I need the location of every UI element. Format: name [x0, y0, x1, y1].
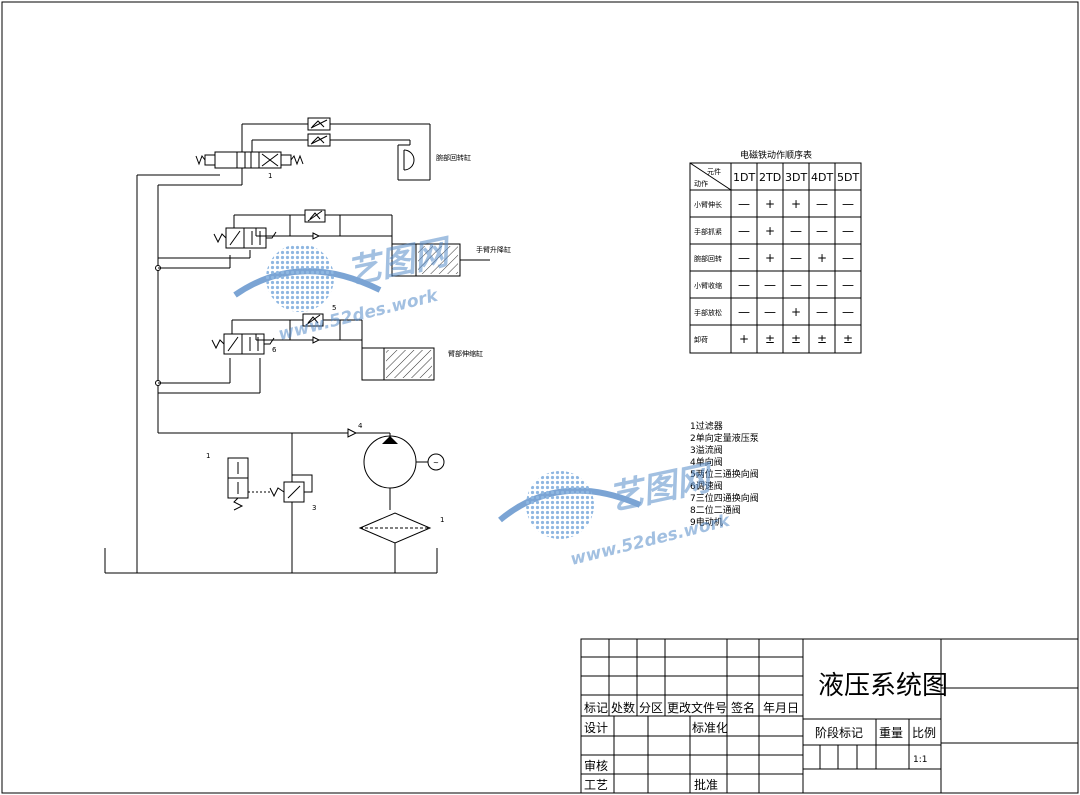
pump-motor: ~ 1 [358, 433, 445, 573]
row-cell: — [842, 251, 854, 265]
header-2td: 2TD [759, 171, 781, 184]
part-9: 9电动机 [690, 516, 723, 528]
drawing-title: 液压系统图 [818, 671, 948, 701]
row-action: 卸荷 [694, 335, 708, 344]
process-label: 工艺 [584, 778, 608, 792]
col-date: 年月日 [763, 701, 799, 715]
row-cell: + [765, 251, 775, 265]
row-action: 小臂收缩 [694, 281, 722, 290]
row-action: 小臂伸长 [694, 200, 722, 209]
hydraulic-circuit: 4 1 [104, 117, 511, 574]
four-way-valve: 1 [195, 151, 304, 180]
row-cell: — [842, 278, 854, 292]
weight-label: 重量 [879, 726, 903, 740]
scale-label: 比例 [912, 726, 936, 740]
row-cell: — [842, 305, 854, 319]
title-block: 标记 处数 分区 更改文件号 签名 年月日 设计 标准化 审核 工艺 批准 液压… [580, 638, 1079, 794]
review-label: 审核 [584, 758, 608, 773]
valve-number: 1 [268, 172, 272, 180]
row-cell: — [764, 305, 776, 319]
part-1: 1过滤器 [690, 420, 723, 432]
valve-c-number: 3 [312, 504, 316, 512]
part-4: 4单向阀 [690, 456, 723, 468]
relief-valve: 3 1 [206, 433, 316, 573]
corner-top: 元件 [707, 167, 721, 176]
approve-label: 批准 [694, 777, 718, 792]
header-5dt: 5DT [837, 171, 859, 184]
row-cell: — [738, 278, 750, 292]
row-cell: — [738, 305, 750, 319]
scale-value: 1:1 [913, 755, 927, 765]
lift-cylinder-label: 手臂升降缸 [476, 245, 511, 254]
row-cell: — [738, 197, 750, 211]
col-zone: 分区 [639, 701, 663, 715]
header-3dt: 3DT [785, 171, 807, 184]
part-5: 5两位三通换向阀 [690, 468, 759, 480]
row-cell: — [764, 278, 776, 292]
row-cell: ± [791, 332, 801, 346]
row-cell: — [816, 305, 828, 319]
col-mark: 标记 [584, 701, 608, 715]
filter-number: 1 [440, 516, 444, 524]
header-4dt: 4DT [811, 171, 833, 184]
col-signature: 签名 [731, 700, 755, 715]
left-number: 1 [206, 452, 210, 460]
header-1dt: 1DT [733, 171, 755, 184]
row-cell: — [790, 278, 802, 292]
watermark-url-2: www.52des.work [568, 510, 733, 569]
parts-list: 1过滤器 2单向定量液压泵 3溢流阀 4单向阀 5两位三通换向阀 6调速阀 7三… [690, 420, 759, 528]
row-cell: — [816, 224, 828, 238]
row-cell: + [791, 197, 801, 211]
watermark-1: 艺图网 www.52des.work [233, 231, 457, 345]
valve-number-5: 5 [332, 304, 336, 312]
sequence-table-title: 电磁铁动作顺序表 [740, 149, 812, 161]
row-cell: + [791, 305, 801, 319]
row-cell: ± [817, 332, 827, 346]
row-cell: — [842, 197, 854, 211]
standardize-label: 标准化 [692, 721, 728, 735]
row-action: 腕部回转 [694, 254, 722, 263]
extend-cylinder-label: 臂部伸缩缸 [448, 349, 483, 358]
row-cell: — [790, 224, 802, 238]
watermark-brand-1: 艺图网 [344, 231, 457, 292]
stage-mark-label: 阶段标记 [815, 725, 863, 740]
row-cell: — [816, 197, 828, 211]
row-action: 手部放松 [694, 308, 722, 317]
part-6: 6调速阀 [690, 481, 723, 492]
motor-symbol: ~ [433, 459, 439, 467]
row-cell: — [816, 278, 828, 292]
lift-valve [213, 227, 277, 249]
row-cell: + [765, 224, 775, 238]
part-2: 2单向定量液压泵 [690, 432, 759, 444]
design-label: 设计 [584, 721, 608, 735]
row-cell: + [765, 197, 775, 211]
col-count: 处数 [611, 700, 635, 715]
col-change-doc: 更改文件号 [667, 700, 727, 715]
row-cell: + [739, 332, 749, 346]
row-cell: — [738, 224, 750, 238]
row-cell: + [817, 251, 827, 265]
row-cell: — [842, 224, 854, 238]
pump-number: 4 [358, 422, 363, 430]
row-action: 手部抓紧 [694, 227, 722, 236]
valve-b-number: 6 [272, 346, 277, 354]
row-cell: — [790, 251, 802, 265]
part-7: 7三位四通换向阀 [690, 492, 759, 504]
rotary-cylinder-label: 腕部回转缸 [436, 153, 471, 162]
part-3: 3溢流阀 [690, 444, 723, 456]
sequence-table: 电磁铁动作顺序表 元件 动作 1DT 2TD 3DT 4DT 5DT 小臂伸长 —… [689, 149, 862, 354]
row-cell: ± [843, 332, 853, 346]
row-cell: — [738, 251, 750, 265]
part-8: 8二位二通阀 [690, 504, 741, 516]
row-cell: ± [765, 332, 775, 346]
extend-valve: 6 [211, 333, 277, 355]
corner-bottom: 动作 [694, 179, 708, 188]
